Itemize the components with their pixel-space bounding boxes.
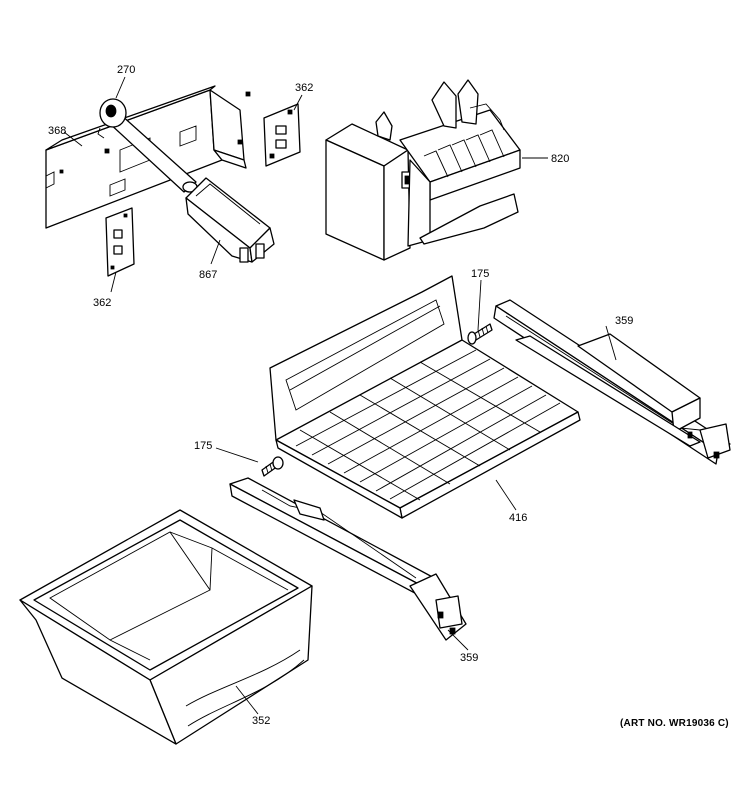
- leader-lines: [63, 76, 617, 715]
- icemaker: [325, 79, 521, 261]
- fill-tube: [97, 98, 198, 193]
- callout-175-left: 175: [194, 440, 212, 452]
- ice-bucket: [19, 509, 313, 745]
- mounting-bracket: [45, 85, 251, 229]
- callout-416: 416: [509, 512, 527, 524]
- callout-362-top: 362: [295, 82, 313, 94]
- callout-368: 368: [48, 125, 66, 137]
- callout-352: 352: [252, 715, 270, 727]
- callout-359-bottom: 359: [460, 652, 478, 664]
- slide-rail-left: [229, 477, 467, 641]
- callout-175-top: 175: [471, 268, 489, 280]
- ice-rack: [269, 275, 581, 519]
- clip-upper-right: [263, 103, 301, 167]
- callout-362-bottom: 362: [93, 297, 111, 309]
- fill-cup: [185, 177, 275, 263]
- callout-867: 867: [199, 269, 217, 281]
- screw-upper: [467, 323, 493, 345]
- callout-270: 270: [117, 64, 135, 76]
- art-number: (ART NO. WR19036 C): [620, 718, 729, 729]
- clip-lower-left: [105, 207, 135, 277]
- screw-left: [261, 456, 284, 477]
- callout-359-top: 359: [615, 315, 633, 327]
- callout-820: 820: [551, 153, 569, 165]
- slide-rail-right: [493, 299, 731, 465]
